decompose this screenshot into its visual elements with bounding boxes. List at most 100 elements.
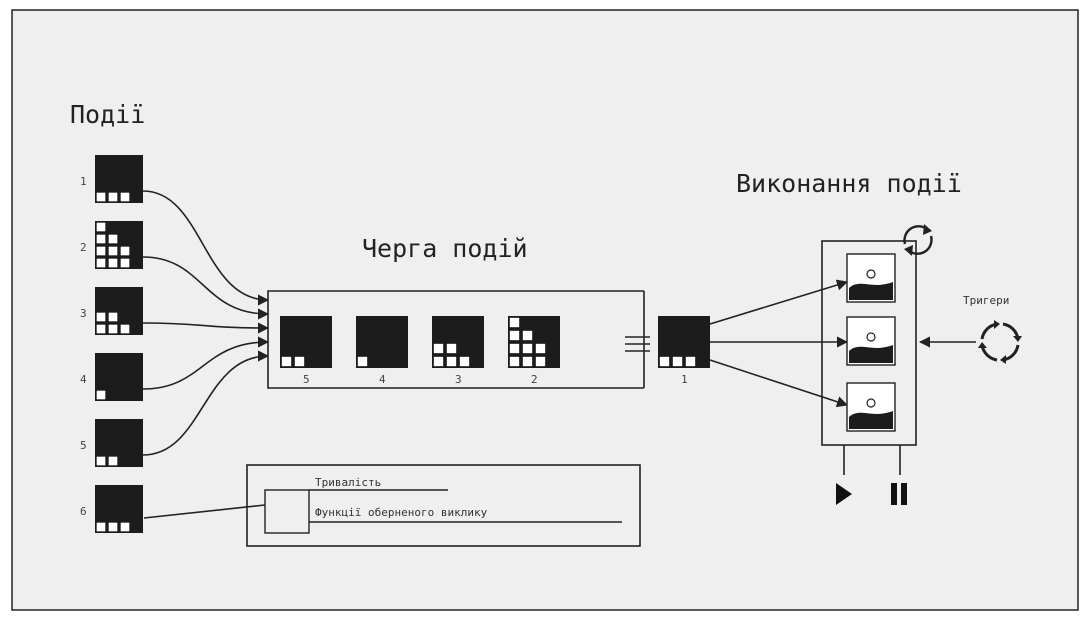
event-icon-cell <box>96 222 106 232</box>
event-icon-cell <box>120 258 130 268</box>
slot-progress-fill <box>849 345 893 363</box>
slot-indicator-icon <box>866 398 876 408</box>
event-item <box>95 221 143 269</box>
legend-box <box>246 464 641 547</box>
dequeued-event: 1 <box>658 316 710 386</box>
event-icon-cell <box>446 356 457 367</box>
event-icon-cell <box>120 246 130 256</box>
event-icon-cell <box>509 343 520 354</box>
event-icon-cell <box>433 343 444 354</box>
event-icon-cell <box>120 522 130 532</box>
queue-item-number: 2 <box>531 373 538 386</box>
queue-item <box>356 316 408 368</box>
execution-box <box>821 240 917 446</box>
pause-icon[interactable] <box>891 483 897 505</box>
event-icon-cell <box>672 356 683 367</box>
queue-item <box>280 316 332 368</box>
event-icon-cell <box>357 356 368 367</box>
event-icon-cell <box>96 390 106 400</box>
event-icon-cell <box>108 522 118 532</box>
queue-title: Черга подій <box>362 234 528 263</box>
event-icon-cell <box>535 356 546 367</box>
dequeued-event-number: 1 <box>681 373 688 386</box>
event-icon-cell <box>96 324 106 334</box>
execution-slots <box>846 253 896 432</box>
legend-duration-label: Тривалість <box>315 476 381 489</box>
queue-item-number: 3 <box>455 373 462 386</box>
event-icon-cell <box>522 330 533 341</box>
execution-slot <box>846 253 896 303</box>
execution-slot <box>846 316 896 366</box>
slot-progress-fill <box>849 411 893 429</box>
event-number: 3 <box>80 307 87 320</box>
event-arrow <box>142 190 270 306</box>
event-icon-cell <box>685 356 696 367</box>
event-item <box>95 353 143 401</box>
execution-arrow <box>709 359 849 408</box>
execution-slot <box>846 382 896 432</box>
event-number: 5 <box>80 439 87 452</box>
event-icon-cell <box>96 246 106 256</box>
event-item <box>95 485 143 533</box>
event-icon-cell <box>108 312 118 322</box>
legend-callbacks-label: Функції оберненого виклику <box>315 506 488 519</box>
event-arrow <box>142 322 270 334</box>
play-icon[interactable] <box>836 483 852 505</box>
outer-frame <box>11 9 1079 611</box>
event-arrow <box>142 350 270 456</box>
event-number: 1 <box>80 175 87 188</box>
event-icon-cell <box>120 192 130 202</box>
triggers-icon <box>978 320 1022 364</box>
event-icon-cell <box>446 343 457 354</box>
event-to-queue-arrows <box>142 190 270 456</box>
event-icon-cell <box>108 246 118 256</box>
events-column: 1 2 3 4 5 6 <box>80 155 143 533</box>
queue-items: 5 4 3 2 <box>280 316 560 386</box>
slot-indicator-icon <box>866 269 876 279</box>
event-icon-cell <box>659 356 670 367</box>
event-icon-cell <box>96 522 106 532</box>
event-icon-cell <box>522 343 533 354</box>
event-icon-cell <box>509 317 520 328</box>
event-item <box>95 155 143 203</box>
triggers-label: Тригери <box>963 294 1009 307</box>
event-icon-cell <box>108 456 118 466</box>
event-icon-cell <box>108 258 118 268</box>
event-item <box>95 287 143 335</box>
event-icon-cell <box>108 234 118 244</box>
loop-refresh-icon <box>903 224 933 256</box>
event-icon-cell <box>96 192 106 202</box>
events-title: Події <box>70 100 145 129</box>
event-number: 6 <box>80 505 87 518</box>
event-icon-cell <box>96 312 106 322</box>
event6-to-legend-connector <box>143 504 266 519</box>
event-icon-cell <box>108 324 118 334</box>
event-icon-cell <box>281 356 292 367</box>
event-icon-cell <box>522 356 533 367</box>
event-number: 4 <box>80 373 87 386</box>
queue-item-number: 5 <box>303 373 310 386</box>
event-icon-cell <box>96 234 106 244</box>
pause-icon <box>901 483 907 505</box>
event-icon-cell <box>108 192 118 202</box>
event-arrow <box>142 256 270 320</box>
legend-duration-square <box>264 489 310 534</box>
dequeued-event-icon <box>658 316 710 368</box>
event-number: 2 <box>80 241 87 254</box>
queue-item-number: 4 <box>379 373 386 386</box>
slot-indicator-icon <box>866 332 876 342</box>
event-icon-cell <box>120 324 130 334</box>
event-icon-cell <box>535 343 546 354</box>
event-icon-cell <box>509 356 520 367</box>
event-icon-cell <box>509 330 520 341</box>
event-icon-cell <box>96 258 106 268</box>
execution-arrow <box>709 279 849 325</box>
event-icon-cell <box>96 456 106 466</box>
event-item <box>95 419 143 467</box>
queue-item <box>508 316 560 368</box>
event-icon-cell <box>433 356 444 367</box>
event-icon-cell <box>294 356 305 367</box>
queue-item <box>432 316 484 368</box>
execution-title: Виконання події <box>736 169 962 198</box>
